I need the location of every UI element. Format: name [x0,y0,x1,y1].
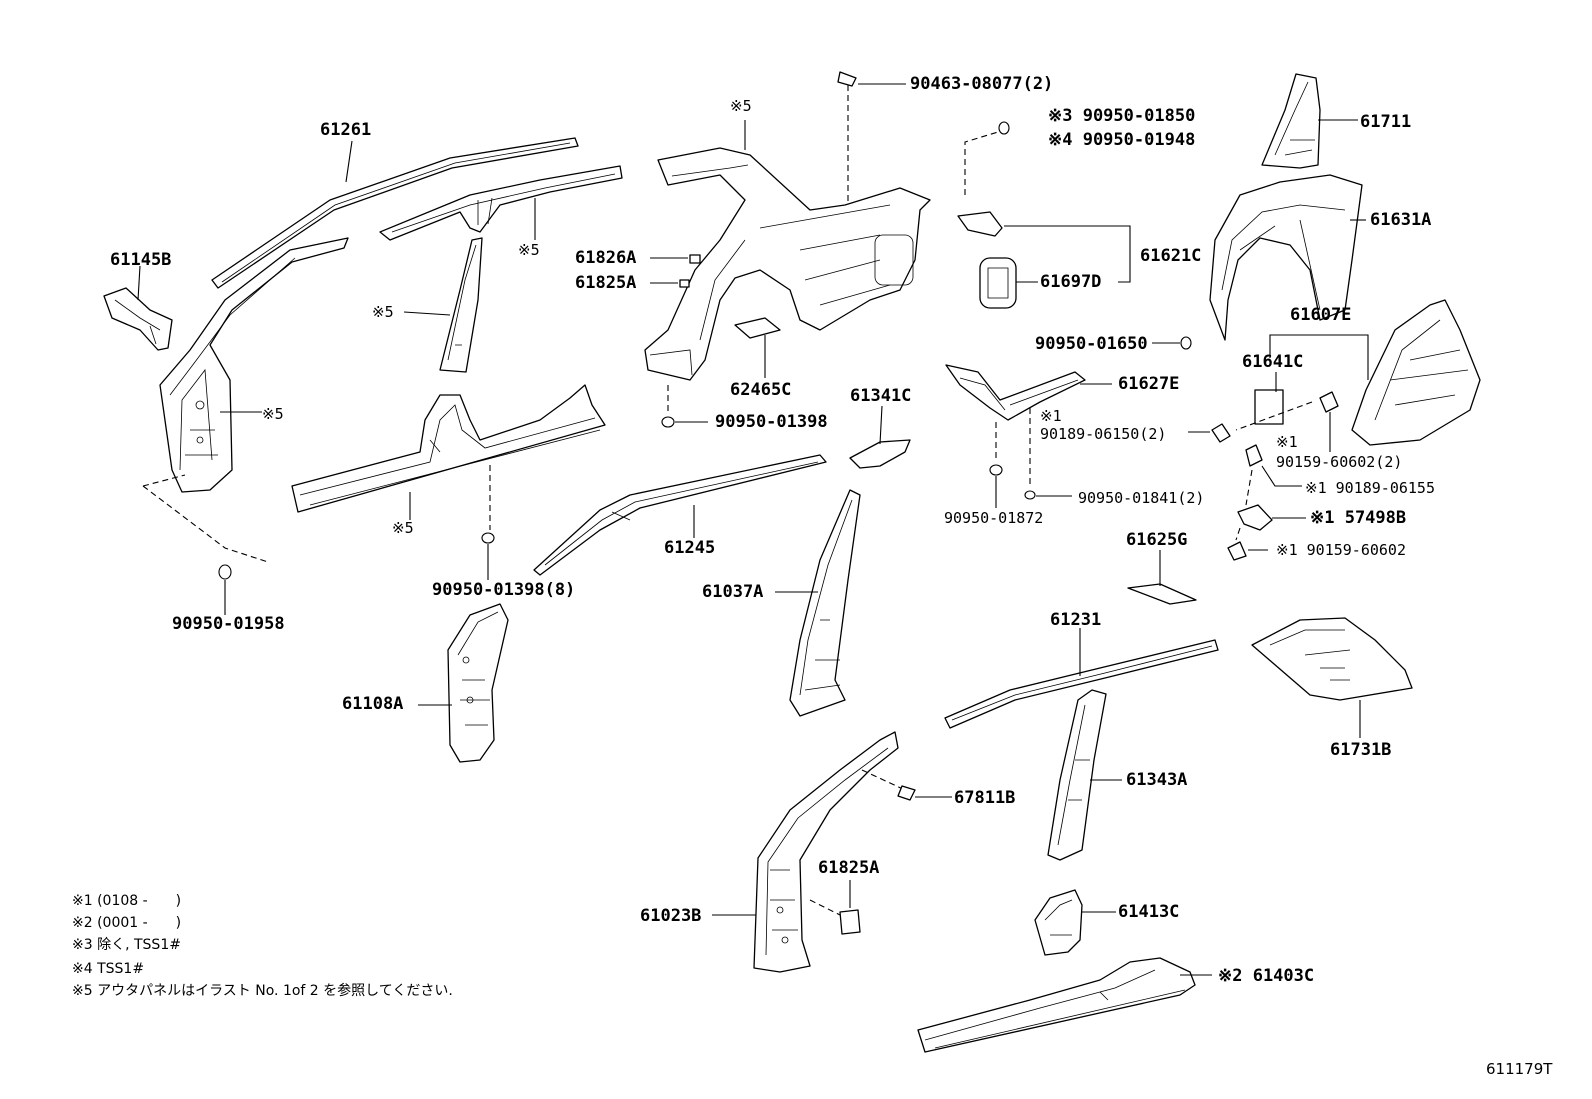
label-90950-01872: 90950-01872 [944,509,1044,527]
pillar-61023B [753,731,899,973]
label-61621C: 61621C [1140,246,1202,266]
label-90159-60602: ※1 90159-60602 [1276,541,1406,559]
label-61231: 61231 [1050,610,1102,630]
note-2: ※2 (0001 - ) [72,915,182,931]
front-pillar-upper [159,237,349,493]
bracket-61145B [103,287,173,351]
label-61037A: 61037A [702,582,764,602]
label-61261: 61261 [320,120,372,140]
lower-pillar-61108A [447,603,509,763]
label-ref1-b: ※1 [1276,433,1298,451]
bracket-61413C [1034,889,1083,956]
bracket-61697D [979,257,1017,309]
label-ref5-center: ※5 [372,303,394,321]
label-61627E: 61627E [1118,374,1180,394]
label-61825A-lower: 61825A [818,858,880,878]
label-61826A: 61826A [575,248,637,268]
clip-57498B [1237,504,1273,531]
panel-61711 [1261,73,1321,169]
label-61145B: 61145B [110,250,172,270]
center-pillar-61037A [789,489,861,717]
label-61023B: 61023B [640,906,702,926]
label-90189-06150: 90189-06150(2) [1040,425,1167,443]
label-61341C: 61341C [850,386,912,406]
note-4: ※4 TSS1# [72,961,145,977]
patch-67811B [897,785,916,801]
label-90950-01841: 90950-01841(2) [1078,489,1205,507]
label-61413C: 61413C [1118,902,1180,922]
label-ref1-a: ※1 [1040,407,1062,425]
patch-62465C [734,317,781,339]
label-61825A-upper: 61825A [575,273,637,293]
pillar-61343A [1047,689,1107,861]
note-1: ※1 (0108 - ) [72,893,182,909]
label-57498B: ※1 57498B [1310,508,1407,528]
label-90950-01398-8: 90950-01398(8) [432,580,576,600]
patch-61625G [1127,583,1197,605]
bracket-61341C [849,439,911,469]
label-61631A: 61631A [1370,210,1432,230]
label-61625G: 61625G [1126,530,1188,550]
wheelhouse-61631A [1209,174,1363,341]
label-90950-01958: 90950-01958 [172,614,285,634]
bracket-61641C [1254,389,1284,425]
label-90950-01850: ※3 90950-01850 [1048,106,1196,126]
rocker-panel-left [291,384,606,513]
label-90950-01948: ※4 90950-01948 [1048,130,1196,150]
quarter-panel-inner [644,147,931,381]
label-61697D: 61697D [1040,272,1102,292]
label-ref5-quarter: ※5 [730,97,752,115]
panel-61731B [1251,617,1413,701]
wheelhouse-inner-61607E [1351,299,1481,446]
label-90463-08077: 90463-08077(2) [910,74,1054,94]
label-61245: 61245 [664,538,716,558]
label-62465C: 62465C [730,380,792,400]
patch-61825A [839,909,861,935]
label-61607E: 61607E [1290,305,1352,325]
bracket-61621C [957,211,1003,237]
label-61343A: 61343A [1126,770,1188,790]
note-5: ※5 アウタパネルはイラスト No. 1of 2 を参照してください. [72,983,453,999]
center-pillar-upper [439,237,483,373]
label-61711: 61711 [1360,112,1412,132]
label-90950-01650: 90950-01650 [1035,334,1148,354]
rocker-61403C [917,957,1196,1053]
label-61731B: 61731B [1330,740,1392,760]
label-61108A: 61108A [342,694,404,714]
bracket-61627E [945,364,1086,421]
roof-side-rail-61261 [211,137,579,289]
figure-id: 611179T [1486,1060,1553,1078]
label-61403C: ※2 61403C [1218,966,1315,986]
label-90159-60602-2: 90159-60602(2) [1276,453,1403,471]
label-ref5-rocker: ※5 [392,519,414,537]
label-ref5-roof: ※5 [518,241,540,259]
label-ref5-pillar: ※5 [262,405,284,423]
label-90950-01398: 90950-01398 [715,412,828,432]
label-90189-06155: ※1 90189-06155 [1305,479,1435,497]
label-61641C: 61641C [1242,352,1304,372]
label-67811B: 67811B [954,788,1016,808]
note-3: ※3 除く, TSS1# [72,937,181,953]
